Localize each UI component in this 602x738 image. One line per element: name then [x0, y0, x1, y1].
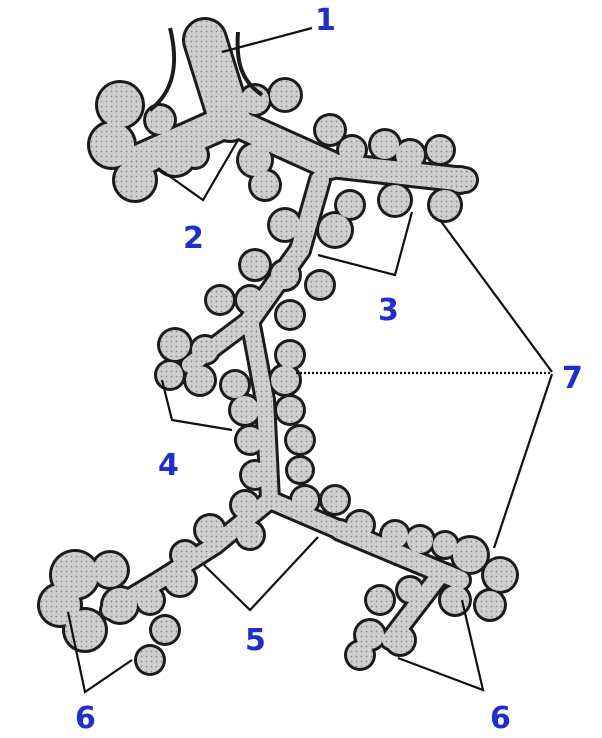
alveolus-texture — [337, 192, 363, 218]
alveolus-texture — [152, 617, 178, 643]
alveolus-texture — [347, 512, 373, 538]
alveolus-texture — [316, 116, 344, 144]
alveolus-texture — [270, 210, 300, 240]
alveolus-texture — [90, 123, 134, 167]
alveolus-texture — [287, 427, 313, 453]
alveolus-texture — [453, 538, 487, 572]
leader-1 — [222, 28, 312, 52]
alveolus-texture — [288, 458, 312, 482]
alveolus-texture — [367, 587, 393, 613]
alveolus-texture — [371, 131, 399, 159]
alveolus-texture — [277, 342, 303, 368]
duct-texture — [330, 165, 465, 180]
alveolus-texture — [241, 251, 269, 279]
alveolus-texture — [160, 330, 190, 360]
alveolus-texture — [196, 516, 224, 544]
alveolus-texture — [484, 559, 516, 591]
alveolus-texture — [242, 462, 268, 488]
alveolus-texture — [115, 160, 155, 200]
alveolus-texture — [347, 642, 373, 668]
alveolus-texture — [251, 171, 279, 199]
alveolus-texture — [271, 366, 299, 394]
alveolus-texture — [277, 302, 303, 328]
alveolus-texture — [231, 396, 259, 424]
leader-7c — [494, 374, 552, 548]
alveolus-texture — [448, 168, 472, 192]
leader-7a — [440, 220, 552, 372]
alveolus-texture — [93, 553, 127, 587]
alveolus-texture — [172, 542, 198, 568]
label-5: 5 — [245, 623, 266, 658]
label-7: 7 — [562, 361, 583, 396]
alveolus-texture — [339, 137, 365, 163]
alveolus-texture — [430, 190, 460, 220]
alveolus-texture — [271, 261, 299, 289]
alveolus-texture — [476, 591, 504, 619]
alveolus-texture — [398, 578, 422, 602]
alveolus-texture — [186, 366, 214, 394]
bronchiole-wall-left — [150, 28, 174, 110]
alveolus-texture — [137, 587, 163, 613]
alveolus-texture — [192, 337, 218, 363]
alveolus-texture — [137, 647, 163, 673]
alveolus-texture — [165, 565, 195, 595]
alveolus-texture — [222, 372, 248, 398]
alveolus-texture — [292, 487, 318, 513]
alveolus-texture — [237, 522, 263, 548]
alveolus-texture — [277, 397, 303, 423]
label-6-left: 6 — [75, 701, 96, 736]
duct-texture — [265, 400, 270, 500]
alveolus-texture — [382, 522, 408, 548]
alveolus-texture — [183, 143, 207, 167]
alveolus-texture — [380, 185, 410, 215]
label-1: 1 — [315, 3, 336, 38]
label-2: 2 — [183, 221, 204, 256]
alveolus-texture — [322, 487, 348, 513]
alveolus-texture — [237, 427, 263, 453]
alveolus-texture — [237, 287, 263, 313]
duct-texture — [300, 180, 320, 250]
alveolus-texture — [407, 527, 433, 553]
alveolus-texture — [157, 362, 183, 388]
alveolus-texture — [396, 141, 424, 169]
alveolus-texture — [232, 492, 258, 518]
alveolus-texture — [270, 80, 300, 110]
label-4: 4 — [158, 448, 179, 483]
alveolus-texture — [103, 588, 137, 622]
label-6-right: 6 — [490, 701, 511, 736]
alveolus-texture — [207, 287, 233, 313]
alveolus-texture — [98, 83, 142, 127]
alveolus-texture — [427, 137, 453, 163]
alveolus-texture — [386, 626, 414, 654]
alveolus-texture — [307, 272, 333, 298]
alveolus-texture — [319, 214, 351, 246]
label-3: 3 — [378, 293, 399, 328]
